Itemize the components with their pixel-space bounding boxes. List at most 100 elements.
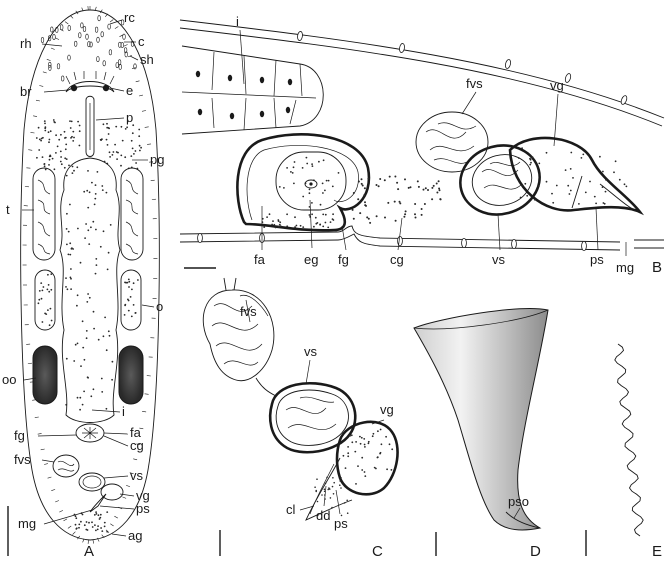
b-egg (275, 151, 347, 211)
b-label-cg: cg (390, 252, 404, 267)
oocyte-left (32, 345, 58, 405)
b-false-seminal-vesicle (415, 111, 489, 173)
adhesive-glands (73, 511, 109, 533)
b-ventral-wall-outer (179, 225, 621, 243)
b-dorsal-wall-inner (179, 27, 663, 127)
panel-letter-d: D (530, 543, 541, 560)
panel-d: pso D (413, 308, 549, 560)
b-atrium-glands (261, 213, 335, 229)
b-ventral-rhabdites (197, 232, 587, 251)
b-label-vs: vs (492, 252, 506, 267)
label-br: br (20, 84, 32, 99)
b-cement-glands (351, 175, 442, 224)
label-vs: vs (130, 468, 144, 483)
b-label-vg: vg (550, 78, 564, 93)
c-false-seminal-vesicle (202, 277, 275, 382)
d-label-pso: pso (508, 494, 529, 509)
panel-letter-c: C (372, 543, 383, 560)
a-vesicula-granulorum (100, 483, 124, 501)
intestine-stipple (65, 169, 114, 411)
label-vg: vg (136, 488, 150, 503)
b-seminal-vesicle (459, 144, 541, 216)
b-label-eg: eg (304, 252, 318, 267)
b-label-fvs: fvs (466, 76, 483, 91)
b-penis-stylet (571, 175, 641, 213)
panel-letter-a: A (84, 543, 94, 560)
panel-letter-e: E (652, 543, 662, 560)
panel-letter-b: B (652, 259, 662, 276)
b-intestine (181, 45, 324, 135)
b-egg-nucleolus (309, 182, 313, 186)
label-fg: fg (14, 428, 25, 443)
b-ventral-right-stub (634, 239, 664, 249)
body-outline (20, 9, 160, 541)
d-stylet-funnel (413, 308, 549, 531)
pharynx (85, 95, 95, 157)
label-o: o (156, 299, 163, 314)
testis-right (120, 167, 144, 261)
b-label-mg: mg (616, 260, 634, 275)
label-e: e (126, 83, 133, 98)
label-i: i (122, 404, 125, 419)
panel-a-leaders (22, 19, 155, 537)
testis-left (32, 167, 56, 261)
panel-a: rc rh c sh br e p pg t o oo i fg fa cg f… (2, 6, 164, 560)
label-p: p (126, 110, 133, 125)
b-female-atrium-wall (236, 133, 371, 232)
panel-c-labels: fvs vs vg cl dd ps (240, 304, 394, 531)
b-dorsal-wall-outer (179, 19, 665, 119)
c-seminal-vesicle (268, 381, 357, 454)
a-fvs-sperm (57, 460, 75, 472)
c-label-dd: dd (316, 508, 330, 523)
b-intestine-nuclei (195, 70, 293, 120)
c-label-vs: vs (304, 344, 318, 359)
label-oo: oo (2, 372, 16, 387)
brain (65, 81, 115, 93)
label-mg: mg (18, 516, 36, 531)
cilia-fringe (22, 6, 158, 544)
female-atrium-rays (82, 427, 98, 439)
b-label-i: i (236, 14, 239, 29)
label-c: c (138, 34, 145, 49)
c-label-ps: ps (334, 516, 348, 531)
rhabdites (40, 15, 137, 82)
panel-e: E (585, 343, 662, 560)
a-penis-stylet (89, 493, 107, 513)
ovary-left (34, 269, 56, 331)
b-dorsal-rhabdites (297, 31, 628, 105)
brain-fibers (65, 71, 115, 85)
label-fvs: fvs (14, 452, 31, 467)
b-label-fa: fa (254, 252, 266, 267)
eye-right (102, 84, 110, 92)
a-seminal-vesicle (78, 472, 106, 492)
c-label-vg: vg (380, 402, 394, 417)
a-false-seminal-vesicle (52, 454, 80, 478)
label-cg: cg (130, 438, 144, 453)
c-label-cl: cl (286, 502, 296, 517)
label-fa: fa (130, 425, 142, 440)
b-egg-yolk (278, 156, 340, 208)
label-ag: ag (128, 528, 142, 543)
c-label-fvs: fvs (240, 304, 257, 319)
intestine (59, 157, 121, 423)
panel-b-leaders (239, 29, 627, 256)
label-t: t (6, 202, 10, 217)
c-duct (255, 377, 277, 397)
oocyte-right (118, 345, 144, 405)
eye-left (70, 84, 78, 92)
b-label-ps: ps (590, 252, 604, 267)
b-label-fg: fg (338, 252, 349, 267)
ovary-right (120, 269, 142, 331)
panel-b-labels: i fvs vg fa eg fg cg vs ps mg (236, 14, 634, 275)
panel-a-labels: rc rh c sh br e p pg t o oo i fg fa cg f… (2, 10, 164, 543)
label-rc: rc (124, 10, 135, 25)
panel-c: fvs vs vg cl dd ps C (202, 277, 399, 560)
e-sperm (614, 343, 644, 537)
a-vs-inner (82, 475, 102, 489)
d-funnel-rim (413, 309, 549, 330)
label-rh: rh (20, 36, 32, 51)
label-pg: pg (150, 152, 164, 167)
c-vesicula-granulorum (335, 420, 399, 496)
label-ps: ps (136, 501, 150, 516)
